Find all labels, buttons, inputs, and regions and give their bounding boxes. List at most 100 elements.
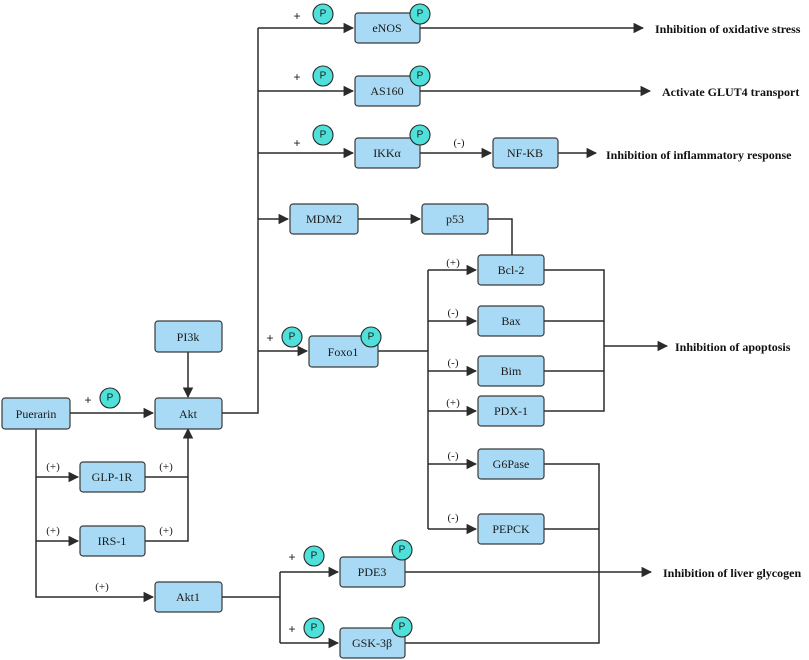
node-irs1: IRS-1	[79, 525, 146, 557]
node-ikka: IKKα	[354, 137, 421, 169]
phospho-badge-label: P	[320, 71, 327, 82]
node-akt: Akt	[154, 397, 223, 430]
node-puerarin: Puerarin	[1, 397, 71, 430]
outcome-glut4: Activate GLUT4 transport	[662, 85, 799, 99]
node-bim: Bim	[477, 355, 545, 387]
outcome-inflammatory: Inhibition of inflammatory response	[606, 148, 792, 162]
sign-glp1r-akt: (+)	[159, 461, 173, 473]
phospho-badge-label: P	[320, 9, 327, 20]
node-bax-label: Bax	[501, 314, 520, 328]
phospho-badge-label: P	[311, 551, 318, 562]
plus-sign: +	[266, 331, 273, 345]
phospho-badge-label: P	[107, 393, 114, 404]
node-gsk3b: GSK-3β	[339, 627, 406, 659]
node-pdx1-label: PDX-1	[494, 404, 528, 418]
plus-sign: +	[293, 70, 300, 84]
sign-puerarin-glp1r: (+)	[46, 461, 60, 473]
phospho-badge-label: P	[368, 332, 375, 343]
edge-foxo1-bus	[378, 270, 429, 529]
node-mdm2: MDM2	[289, 203, 359, 235]
sign-ikka-nfkb: (-)	[454, 137, 465, 149]
node-irs1-label: IRS-1	[98, 534, 127, 548]
phospho-badge-label: P	[311, 623, 318, 634]
node-foxo1-label: Foxo1	[328, 345, 359, 359]
node-as160-label: AS160	[370, 84, 403, 98]
edge-puerarin-trunk	[35, 429, 155, 603]
plus-sign: +	[288, 550, 295, 564]
phospho-badge-label: P	[289, 332, 296, 343]
phospho-badge: P	[281, 326, 303, 348]
node-pepck-label: PEPCK	[492, 522, 530, 536]
sign-foxo1-bax: (-)	[448, 307, 459, 319]
node-bcl2-label: Bcl-2	[498, 263, 525, 277]
sign-foxo1-bcl2: (+)	[446, 257, 460, 269]
edges	[35, 22, 669, 649]
node-foxo1: Foxo1	[308, 335, 379, 368]
phospho-badge: P	[391, 539, 413, 561]
edge-akt1-branch	[222, 572, 281, 643]
edge-glp1r-irs1-akt	[145, 429, 188, 542]
phospho-badge: P	[409, 65, 431, 87]
node-glp1r: GLP-1R	[79, 461, 146, 493]
node-pde3: PDE3	[339, 556, 406, 588]
node-ikka-label: IKKα	[373, 146, 401, 160]
phospho-badge: P	[409, 3, 431, 25]
plus-sign: +	[288, 622, 295, 636]
plus-sign: +	[293, 136, 300, 150]
sign-foxo1-g6pase: (-)	[448, 450, 459, 462]
sign-foxo1-pdx1: (+)	[446, 397, 460, 409]
node-p53: p53	[421, 203, 489, 235]
phospho-badge-label: P	[417, 71, 424, 82]
node-pi3k: PI3k	[154, 320, 223, 353]
node-bcl2: Bcl-2	[477, 254, 545, 286]
node-mdm2-label: MDM2	[306, 212, 342, 226]
sign-foxo1-pepck: (-)	[448, 512, 459, 524]
sign-foxo1-bim: (-)	[448, 357, 459, 369]
sign-irs1-akt: (+)	[159, 525, 173, 537]
outcome-oxidative-stress: Inhibition of oxidative stress	[655, 22, 801, 36]
node-pi3k-label: PI3k	[177, 330, 200, 344]
phospho-badge: P	[409, 124, 431, 146]
node-bim-label: Bim	[501, 364, 522, 378]
phospho-badge: P	[303, 617, 325, 639]
phospho-badge: P	[391, 616, 413, 638]
phospho-badge: P	[312, 3, 334, 25]
phospho-badge-label: P	[417, 9, 424, 20]
phospho-badge-label: P	[399, 622, 406, 633]
node-g6pase-label: G6Pase	[493, 457, 530, 471]
sign-puerarin-akt1: (+)	[95, 581, 109, 593]
node-akt1: Akt1	[154, 581, 223, 613]
node-enos: eNOS	[354, 12, 421, 44]
phospho-badge: P	[312, 124, 334, 146]
node-bax: Bax	[477, 305, 545, 337]
node-akt1-label: Akt1	[176, 590, 200, 604]
node-pde3-label: PDE3	[358, 565, 387, 579]
node-enos-label: eNOS	[372, 21, 401, 35]
node-pepck: PEPCK	[477, 513, 545, 545]
node-g6pase: G6Pase	[477, 448, 545, 480]
node-nfkb: NF-KB	[492, 137, 559, 169]
plus-sign: +	[293, 9, 300, 23]
outcome-apoptosis: Inhibition of apoptosis	[675, 340, 791, 354]
phospho-badge: P	[99, 387, 121, 409]
sign-puerarin-irs1: (+)	[46, 525, 60, 537]
phospho-badge-label: P	[417, 130, 424, 141]
phospho-badge: P	[360, 326, 382, 348]
node-as160: AS160	[354, 75, 421, 107]
outcome-liver-glycogen: Inhibition of liver glycogen	[663, 566, 801, 580]
phospho-badge: P	[312, 65, 334, 87]
node-gsk3b-label: GSK-3β	[352, 636, 392, 650]
phospho-badge-label: P	[399, 545, 406, 556]
node-glp1r-label: GLP-1R	[92, 470, 133, 484]
node-puerarin-label: Puerarin	[16, 407, 57, 421]
plus-sign: +	[84, 393, 91, 407]
edge-akt-trunk	[222, 28, 259, 414]
phospho-badge-label: P	[320, 130, 327, 141]
node-p53-label: p53	[446, 212, 464, 226]
edge-gsk3b-merge	[405, 463, 600, 644]
edge-apoptosis-merge	[544, 269, 605, 412]
node-nfkb-label: NF-KB	[507, 146, 543, 160]
edge-p53-bcl2	[488, 218, 518, 266]
phospho-badge: P	[303, 545, 325, 567]
